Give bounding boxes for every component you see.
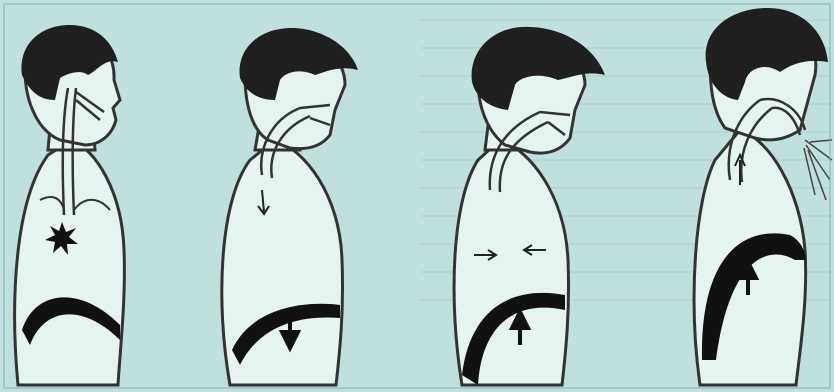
panel-compression (454, 27, 605, 385)
panel-irritation (15, 25, 125, 385)
panel-expulsion (694, 8, 832, 385)
spray-icon (804, 140, 832, 200)
panel-inspiration (222, 28, 358, 385)
torso-outline (15, 140, 125, 385)
